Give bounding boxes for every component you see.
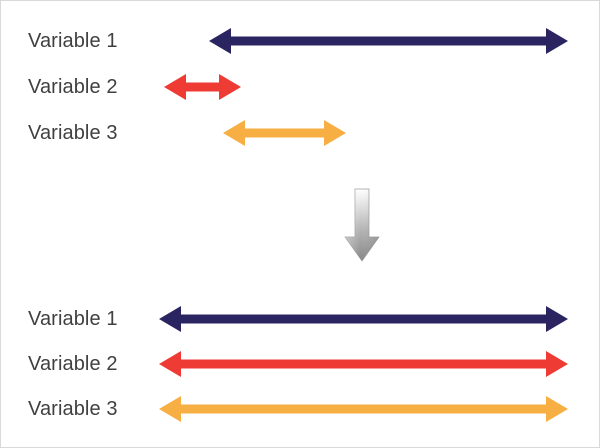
variable-row: Variable 3 — [1, 116, 599, 150]
variable-row: Variable 2 — [1, 70, 599, 104]
variable-label: Variable 1 — [28, 308, 118, 330]
variable-label: Variable 2 — [28, 76, 118, 98]
range-arrow — [223, 120, 346, 146]
variable-row: Variable 2 — [1, 347, 599, 381]
arrow-shape — [159, 351, 568, 377]
variable-label: Variable 3 — [28, 398, 118, 420]
range-arrow — [209, 28, 568, 54]
transformation-down-arrow — [331, 181, 393, 271]
arrow-shape — [159, 306, 568, 332]
variable-label: Variable 3 — [28, 122, 118, 144]
range-arrow — [164, 74, 241, 100]
arrow-shape — [209, 28, 568, 54]
range-arrow — [159, 396, 568, 422]
arrow-shape — [159, 396, 568, 422]
variable-label: Variable 2 — [28, 353, 118, 375]
variable-row: Variable 1 — [1, 24, 599, 58]
arrow-shape — [164, 74, 241, 100]
range-arrow — [159, 306, 568, 332]
variable-row: Variable 3 — [1, 392, 599, 426]
range-arrow — [159, 351, 568, 377]
variable-label: Variable 1 — [28, 30, 118, 52]
arrow-shape — [223, 120, 346, 146]
variable-row: Variable 1 — [1, 302, 599, 336]
